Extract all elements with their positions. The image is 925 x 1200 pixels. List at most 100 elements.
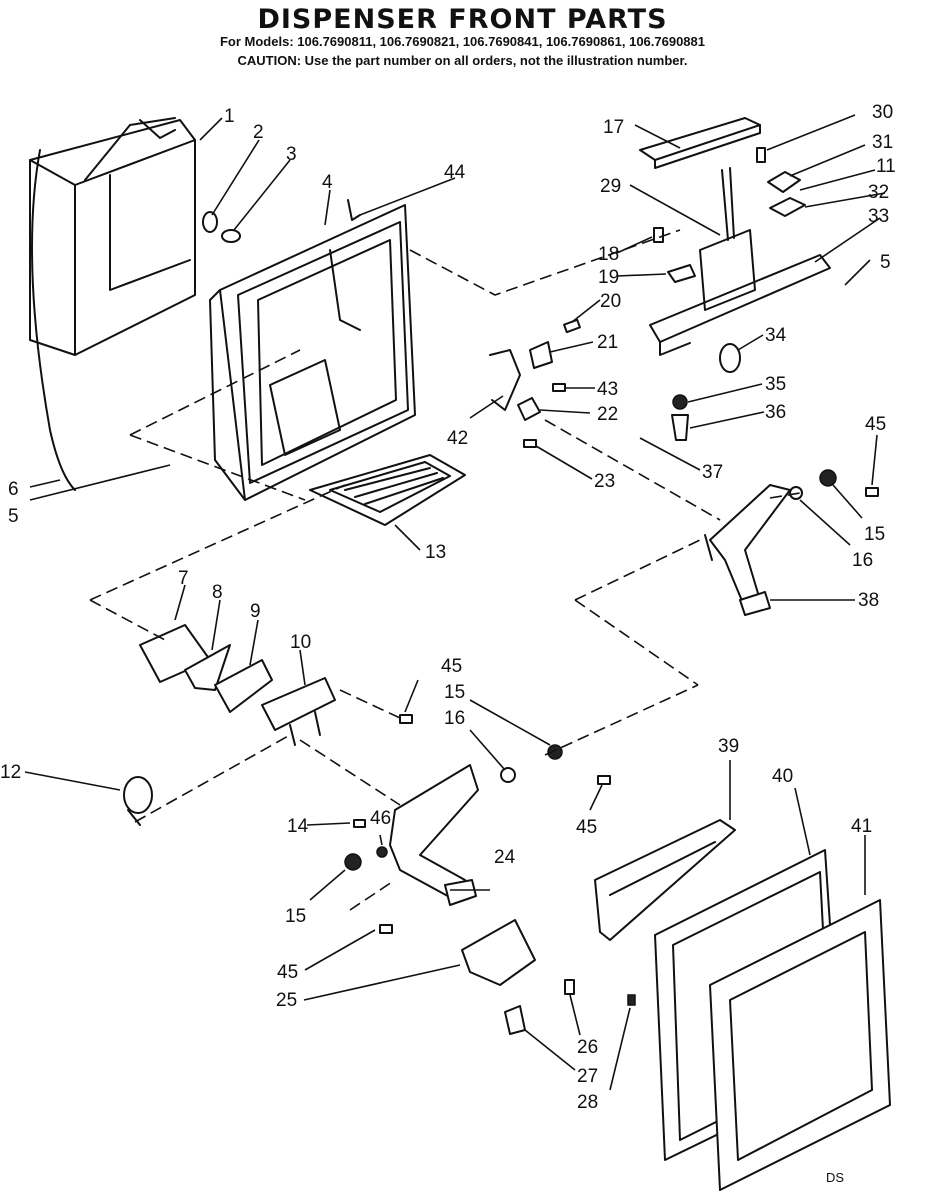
part-20-screw [563, 318, 581, 334]
part-36-plunger [671, 414, 689, 441]
label-20: 20 [600, 291, 621, 312]
part-45-screw-b [597, 775, 611, 785]
part-43-screw [552, 383, 566, 392]
part-19-clip [667, 264, 696, 283]
part-39-nameplate [594, 819, 736, 941]
label-25: 25 [276, 990, 297, 1011]
label-35: 35 [765, 374, 786, 395]
part-35-spring [672, 394, 688, 410]
label-14: 14 [287, 816, 309, 837]
label-10: 10 [290, 632, 311, 653]
label-44: 44 [444, 162, 466, 183]
drawing-code: DS [826, 1170, 845, 1185]
part-30-screw [756, 147, 766, 163]
label-26: 26 [577, 1037, 598, 1058]
label-45-mid: 45 [441, 656, 462, 677]
label-27: 27 [577, 1066, 598, 1087]
label-1: 1 [224, 106, 235, 127]
label-2: 2 [253, 122, 264, 143]
part-21-bracket [529, 341, 553, 369]
label-29: 29 [600, 176, 621, 197]
label-33: 33 [868, 206, 889, 227]
label-22: 22 [597, 404, 618, 425]
part-1-chute-housing [29, 117, 196, 491]
label-36: 36 [765, 402, 786, 423]
label-5-left: 5 [8, 506, 19, 527]
page-title: DISPENSER FRONT PARTS [257, 4, 668, 35]
part-38-actuator-arm [704, 484, 791, 616]
label-30: 30 [872, 102, 893, 123]
part-45-screw-a [399, 714, 413, 724]
part-13-drip-grille [309, 454, 466, 526]
part-33-switch-bracket [649, 167, 831, 356]
part-12-light-socket [123, 776, 153, 826]
part-15-bushing-a [547, 744, 563, 760]
label-13: 13 [425, 542, 446, 563]
part-16-torsion-spring [500, 767, 516, 783]
part-15-bushing [819, 469, 837, 487]
label-32: 32 [868, 182, 889, 203]
part-28-plug [627, 994, 636, 1006]
part-25-splash-guard [461, 919, 536, 986]
part-24-actuator-arm [389, 764, 479, 906]
label-19: 19 [598, 267, 619, 288]
label-43: 43 [597, 379, 618, 400]
label-34: 34 [765, 325, 787, 346]
label-31: 31 [872, 132, 893, 153]
label-24: 24 [494, 847, 516, 868]
label-41: 41 [851, 816, 872, 837]
part-45-screw [865, 487, 879, 497]
label-45-right: 45 [865, 414, 886, 435]
part-32-actuator [769, 197, 806, 217]
part-41-inner-panel [709, 899, 891, 1191]
part-42-lever [489, 349, 521, 411]
part-10-switch-assembly [261, 677, 336, 746]
label-45-bottom: 45 [277, 962, 298, 983]
label-23: 23 [594, 471, 615, 492]
label-4: 4 [322, 172, 333, 193]
label-38: 38 [858, 590, 879, 611]
label-28: 28 [577, 1092, 598, 1113]
leader-lines [24, 114, 886, 1091]
label-5-right: 5 [880, 252, 891, 273]
label-46: 46 [370, 808, 391, 829]
part-18-screw [653, 227, 664, 243]
label-39: 39 [718, 736, 739, 757]
label-11: 11 [876, 156, 896, 177]
label-18: 18 [598, 244, 619, 265]
label-9: 9 [250, 601, 261, 622]
label-45-mid-right: 45 [576, 817, 597, 838]
part-34-knob [719, 343, 741, 373]
part-23-screw [523, 439, 537, 448]
part-2-ring [202, 211, 218, 233]
label-21: 21 [597, 332, 618, 353]
part-15-bushing-b [344, 853, 362, 871]
label-6: 6 [8, 479, 19, 500]
part-46-washer [376, 846, 388, 858]
part-31-switch [767, 171, 801, 193]
label-16-mid: 16 [444, 708, 465, 729]
label-16-right: 16 [852, 550, 873, 571]
label-15-mid: 15 [444, 682, 465, 703]
label-37: 37 [702, 462, 723, 483]
label-17: 17 [603, 117, 624, 138]
label-12: 12 [0, 762, 21, 783]
part-8-lens [184, 644, 231, 691]
label-8: 8 [212, 582, 223, 603]
label-42: 42 [447, 428, 468, 449]
part-45-screw-c [379, 924, 393, 934]
part-26-screw [564, 979, 575, 995]
part-16-spring [789, 486, 803, 500]
models-line: For Models: 106.7690811, 106.7690821, 10… [219, 34, 705, 49]
part-27-clip [504, 1005, 526, 1035]
part-9-plate [214, 659, 273, 713]
label-40: 40 [772, 766, 793, 787]
label-7: 7 [178, 568, 189, 589]
label-3: 3 [286, 144, 297, 165]
part-22-cam [517, 397, 541, 421]
label-15-left: 15 [285, 906, 306, 927]
part-4-dispenser-frame [209, 199, 416, 501]
part-14-screw [353, 819, 366, 828]
part-17-top-strip [639, 117, 761, 169]
